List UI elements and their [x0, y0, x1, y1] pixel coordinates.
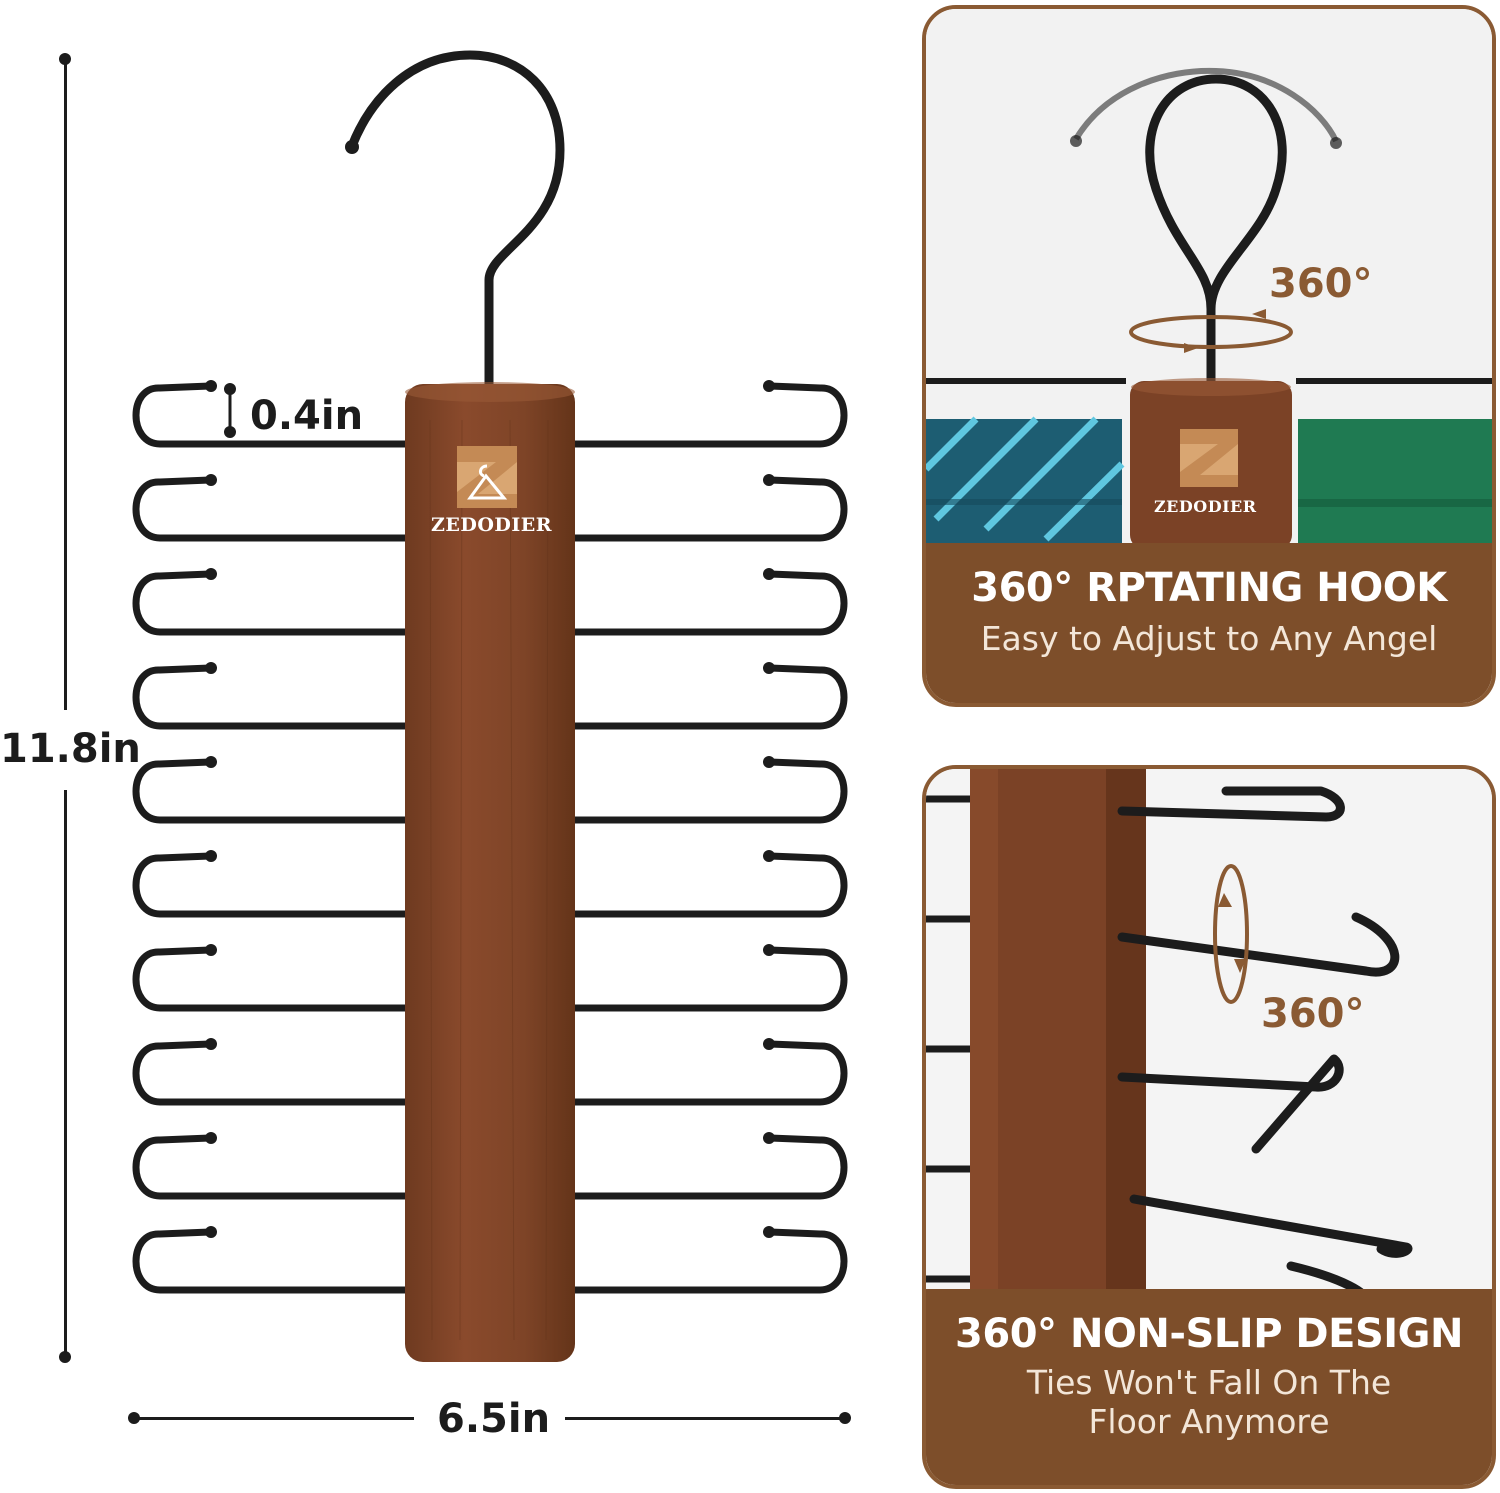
non-slip-panel-caption: 360° NON-SLIP DESIGN Ties Won't Fall On …	[926, 1289, 1492, 1485]
left-arm	[132, 1134, 410, 1200]
right-arm	[570, 1228, 848, 1294]
hook-panel-title: 360° RPTATING HOOK	[971, 565, 1447, 611]
right-arm-tip	[763, 756, 775, 768]
rotating-hook-panel: 360° ZEDODIER 360° RPTATING HOOK Easy to…	[922, 5, 1496, 707]
left-arm-tip	[205, 568, 217, 580]
tie-hanger-illustration	[132, 50, 848, 1362]
rotating-hook-photo	[926, 9, 1492, 549]
right-arm-tip	[763, 474, 775, 486]
right-arm-tip	[763, 662, 775, 674]
wood-body	[405, 384, 575, 1362]
right-arm-tip	[763, 1226, 775, 1238]
right-arm	[570, 382, 848, 448]
left-arm-tip	[205, 850, 217, 862]
left-arm	[132, 758, 410, 824]
hook-panel-subtitle: Easy to Adjust to Any Angel	[980, 619, 1438, 658]
left-arm	[132, 1040, 410, 1106]
left-arm-tip	[205, 944, 217, 956]
non-slip-panel-subtitle-line1: Ties Won't Fall On The	[1026, 1363, 1392, 1402]
left-arm	[132, 852, 410, 918]
non-slip-panel-title: 360° NON-SLIP DESIGN	[955, 1311, 1463, 1357]
left-arm	[132, 570, 410, 636]
spacing-marker	[224, 383, 236, 438]
height-dim-label: 11.8in	[0, 726, 141, 772]
brand-logo-icon	[457, 446, 517, 508]
left-arm-tip	[205, 1226, 217, 1238]
non-slip-panel-subtitle-line2: Floor Anymore	[1088, 1402, 1330, 1441]
left-arm	[132, 664, 410, 730]
right-arm-tip	[763, 944, 775, 956]
left-arm-tip	[205, 1132, 217, 1144]
right-arm	[570, 758, 848, 824]
top-hook	[347, 50, 565, 400]
width-dim-line-right	[565, 1417, 845, 1420]
right-arm	[570, 570, 848, 636]
left-arm-tip	[205, 380, 217, 392]
right-arm-tip	[763, 1038, 775, 1050]
height-dim-line-upper	[64, 60, 67, 710]
left-arm	[132, 476, 410, 542]
left-arm-tip	[205, 474, 217, 486]
left-arm	[132, 946, 410, 1012]
height-dim-bottom-dot	[59, 1351, 71, 1363]
non-slip-rotation-label: 360°	[1261, 991, 1365, 1037]
right-arm-tip	[763, 380, 775, 392]
hanger-arms	[132, 380, 848, 1294]
main-product-view: 11.8in 6.5in 0.4in	[0, 50, 851, 1442]
right-arm	[570, 1040, 848, 1106]
width-dim-line-left	[134, 1417, 414, 1420]
left-arm-tip	[205, 756, 217, 768]
left-arm-tip	[205, 1038, 217, 1050]
brand-name-main: ZEDODIER	[431, 514, 553, 536]
width-dim-right-dot	[839, 1412, 851, 1424]
left-arm	[132, 1228, 410, 1294]
non-slip-photo	[926, 769, 1492, 1299]
left-arm	[132, 382, 410, 448]
width-dim-label: 6.5in	[437, 1396, 551, 1442]
right-arm	[570, 664, 848, 730]
height-dim-top-dot	[59, 53, 71, 65]
height-dim-line-lower	[64, 790, 67, 1355]
right-arm-tip	[763, 1132, 775, 1144]
right-arm-tip	[763, 850, 775, 862]
left-arm-tip	[205, 662, 217, 674]
brand-name-hook-panel: ZEDODIER	[1154, 497, 1257, 516]
hook-panel-caption: 360° RPTATING HOOK Easy to Adjust to Any…	[926, 543, 1492, 703]
spacing-dim-label: 0.4in	[250, 393, 364, 439]
non-slip-panel: 360° 360° NON-SLIP DESIGN Ties Won't Fal…	[922, 765, 1496, 1489]
right-arm	[570, 1134, 848, 1200]
right-arm	[570, 852, 848, 918]
right-arm	[570, 946, 848, 1012]
hook-rotation-label: 360°	[1269, 261, 1373, 307]
right-arm-tip	[763, 568, 775, 580]
right-arm	[570, 476, 848, 542]
